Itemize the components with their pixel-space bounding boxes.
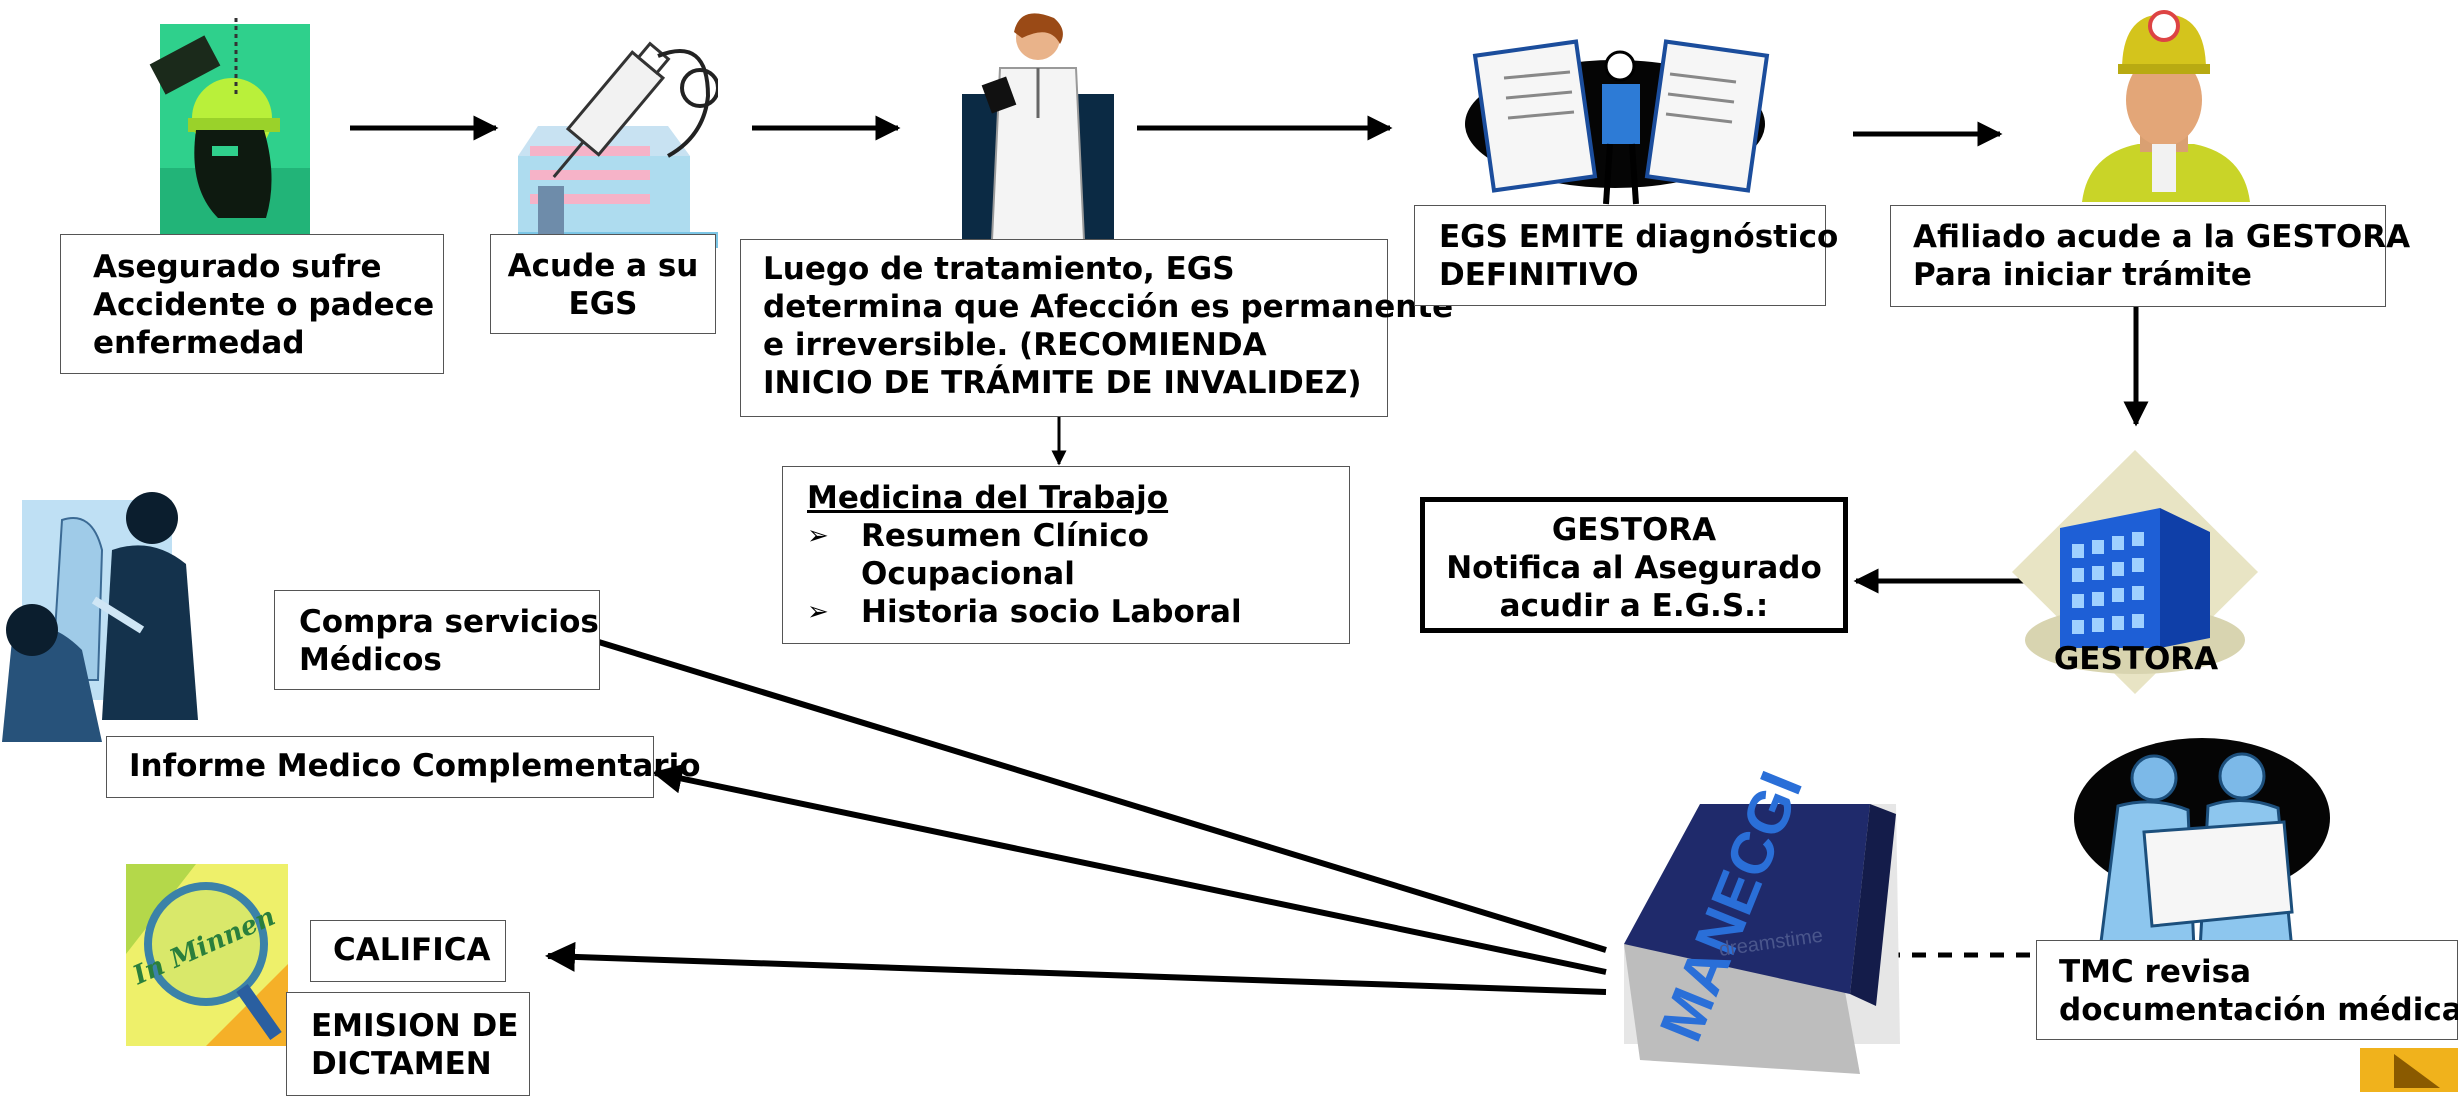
- medicina-item-2: ➢ Historia socio Laboral: [807, 593, 1349, 631]
- injured-worker-icon: [149, 18, 310, 234]
- compra-line-1: Compra servicios: [299, 604, 599, 640]
- compra-servicios-box: Compra servicios Médicos: [274, 590, 600, 690]
- bullet-arrow-icon: ➢: [807, 521, 829, 551]
- emision-line-1: EMISION DE: [311, 1008, 519, 1044]
- afiliado-line-2: Para iniciar trámite: [1913, 257, 2252, 293]
- miner-worker-icon: [2082, 10, 2250, 202]
- diagnostico-line-1: EGS EMITE diagnóstico: [1439, 219, 1839, 255]
- play-icon: [2394, 1054, 2440, 1088]
- magnifier-icon: In Minnen: [126, 864, 288, 1046]
- bullet-arrow-icon: ➢: [807, 597, 829, 627]
- manecgi-book-icon: MANECGI dreamstime: [1624, 762, 1900, 1074]
- tratamiento-line-2: determina que Afección es permanente: [763, 289, 1454, 325]
- documents-presenter-icon: [1465, 39, 1770, 205]
- step-acude-box: Acude a su EGS: [490, 234, 716, 334]
- arrow-book-to-compra: [527, 614, 1607, 953]
- acude-line-1: Acude a su: [507, 248, 699, 284]
- emision-dictamen-box: EMISION DE DICTAMEN: [286, 992, 530, 1096]
- tratamiento-line-3: e irreversible. (RECOMIENDA: [763, 327, 1267, 363]
- step-afiliado-box: Afiliado acude a la GESTORA Para iniciar…: [1890, 205, 2411, 307]
- notifica-line-2: Notifica al Asegurado: [1446, 550, 1822, 586]
- step-asegurado-box: Asegurado sufre Accidente o padece enfer…: [60, 234, 444, 374]
- tmc-line-1: TMC revisa: [2059, 954, 2252, 990]
- afiliado-line-1: Afiliado acude a la GESTORA: [1913, 219, 2411, 255]
- arrow-book-to-informe: [652, 763, 1607, 975]
- medical-exam-icon: [2, 492, 198, 742]
- hospital-syringe-icon: [518, 41, 718, 248]
- arrow-book-to-califica: [545, 941, 1607, 995]
- medicina-item-1-line-2: Ocupacional: [861, 556, 1075, 592]
- gestora-notifica-box: GESTORA Notifica al Asegurado acudir a E…: [1420, 497, 1848, 633]
- tmc-line-2: documentación médica: [2059, 992, 2458, 1028]
- gestora-label: GESTORA: [2053, 641, 2219, 677]
- medicina-trabajo-box: Medicina del Trabajo ➢ Resumen Clínico O…: [782, 466, 1350, 644]
- informe-medico-box: Informe Medico Complementario: [106, 736, 701, 798]
- asegurado-line-1: Asegurado sufre: [93, 249, 382, 285]
- asegurado-line-2: Accidente o padece: [93, 287, 435, 323]
- medicina-item-1: ➢ Resumen Clínico Ocupacional: [807, 517, 1349, 593]
- medicina-title: Medicina del Trabajo: [807, 480, 1169, 516]
- step-tratamiento-box: Luego de tratamiento, EGS determina que …: [740, 239, 1454, 417]
- doctor-icon: [962, 13, 1114, 244]
- step-diagnostico-box: EGS EMITE diagnóstico DEFINITIVO: [1414, 205, 1839, 306]
- medicina-item-2-line-1: Historia socio Laboral: [861, 594, 1242, 630]
- notifica-line-1: GESTORA: [1551, 512, 1717, 548]
- medicina-item-1-line-1: Resumen Clínico: [861, 518, 1149, 554]
- califica-box: CALIFICA: [310, 920, 506, 982]
- emision-line-2: DICTAMEN: [311, 1046, 492, 1082]
- diagnostico-line-2: DEFINITIVO: [1439, 257, 1639, 293]
- document-review-icon: [2074, 738, 2330, 950]
- compra-line-2: Médicos: [299, 642, 442, 678]
- gestora-building-icon: [2012, 450, 2258, 694]
- next-slide-button[interactable]: [2360, 1048, 2458, 1092]
- tratamiento-line-4: INICIO DE TRÁMITE DE INVALIDEZ): [763, 365, 1362, 401]
- tmc-revisa-box: TMC revisa documentación médica: [2036, 940, 2458, 1040]
- notifica-line-3: acudir a E.G.S.:: [1499, 588, 1769, 624]
- tratamiento-line-1: Luego de tratamiento, EGS: [763, 251, 1235, 287]
- acude-line-2: EGS: [568, 286, 638, 322]
- asegurado-line-3: enfermedad: [93, 325, 305, 361]
